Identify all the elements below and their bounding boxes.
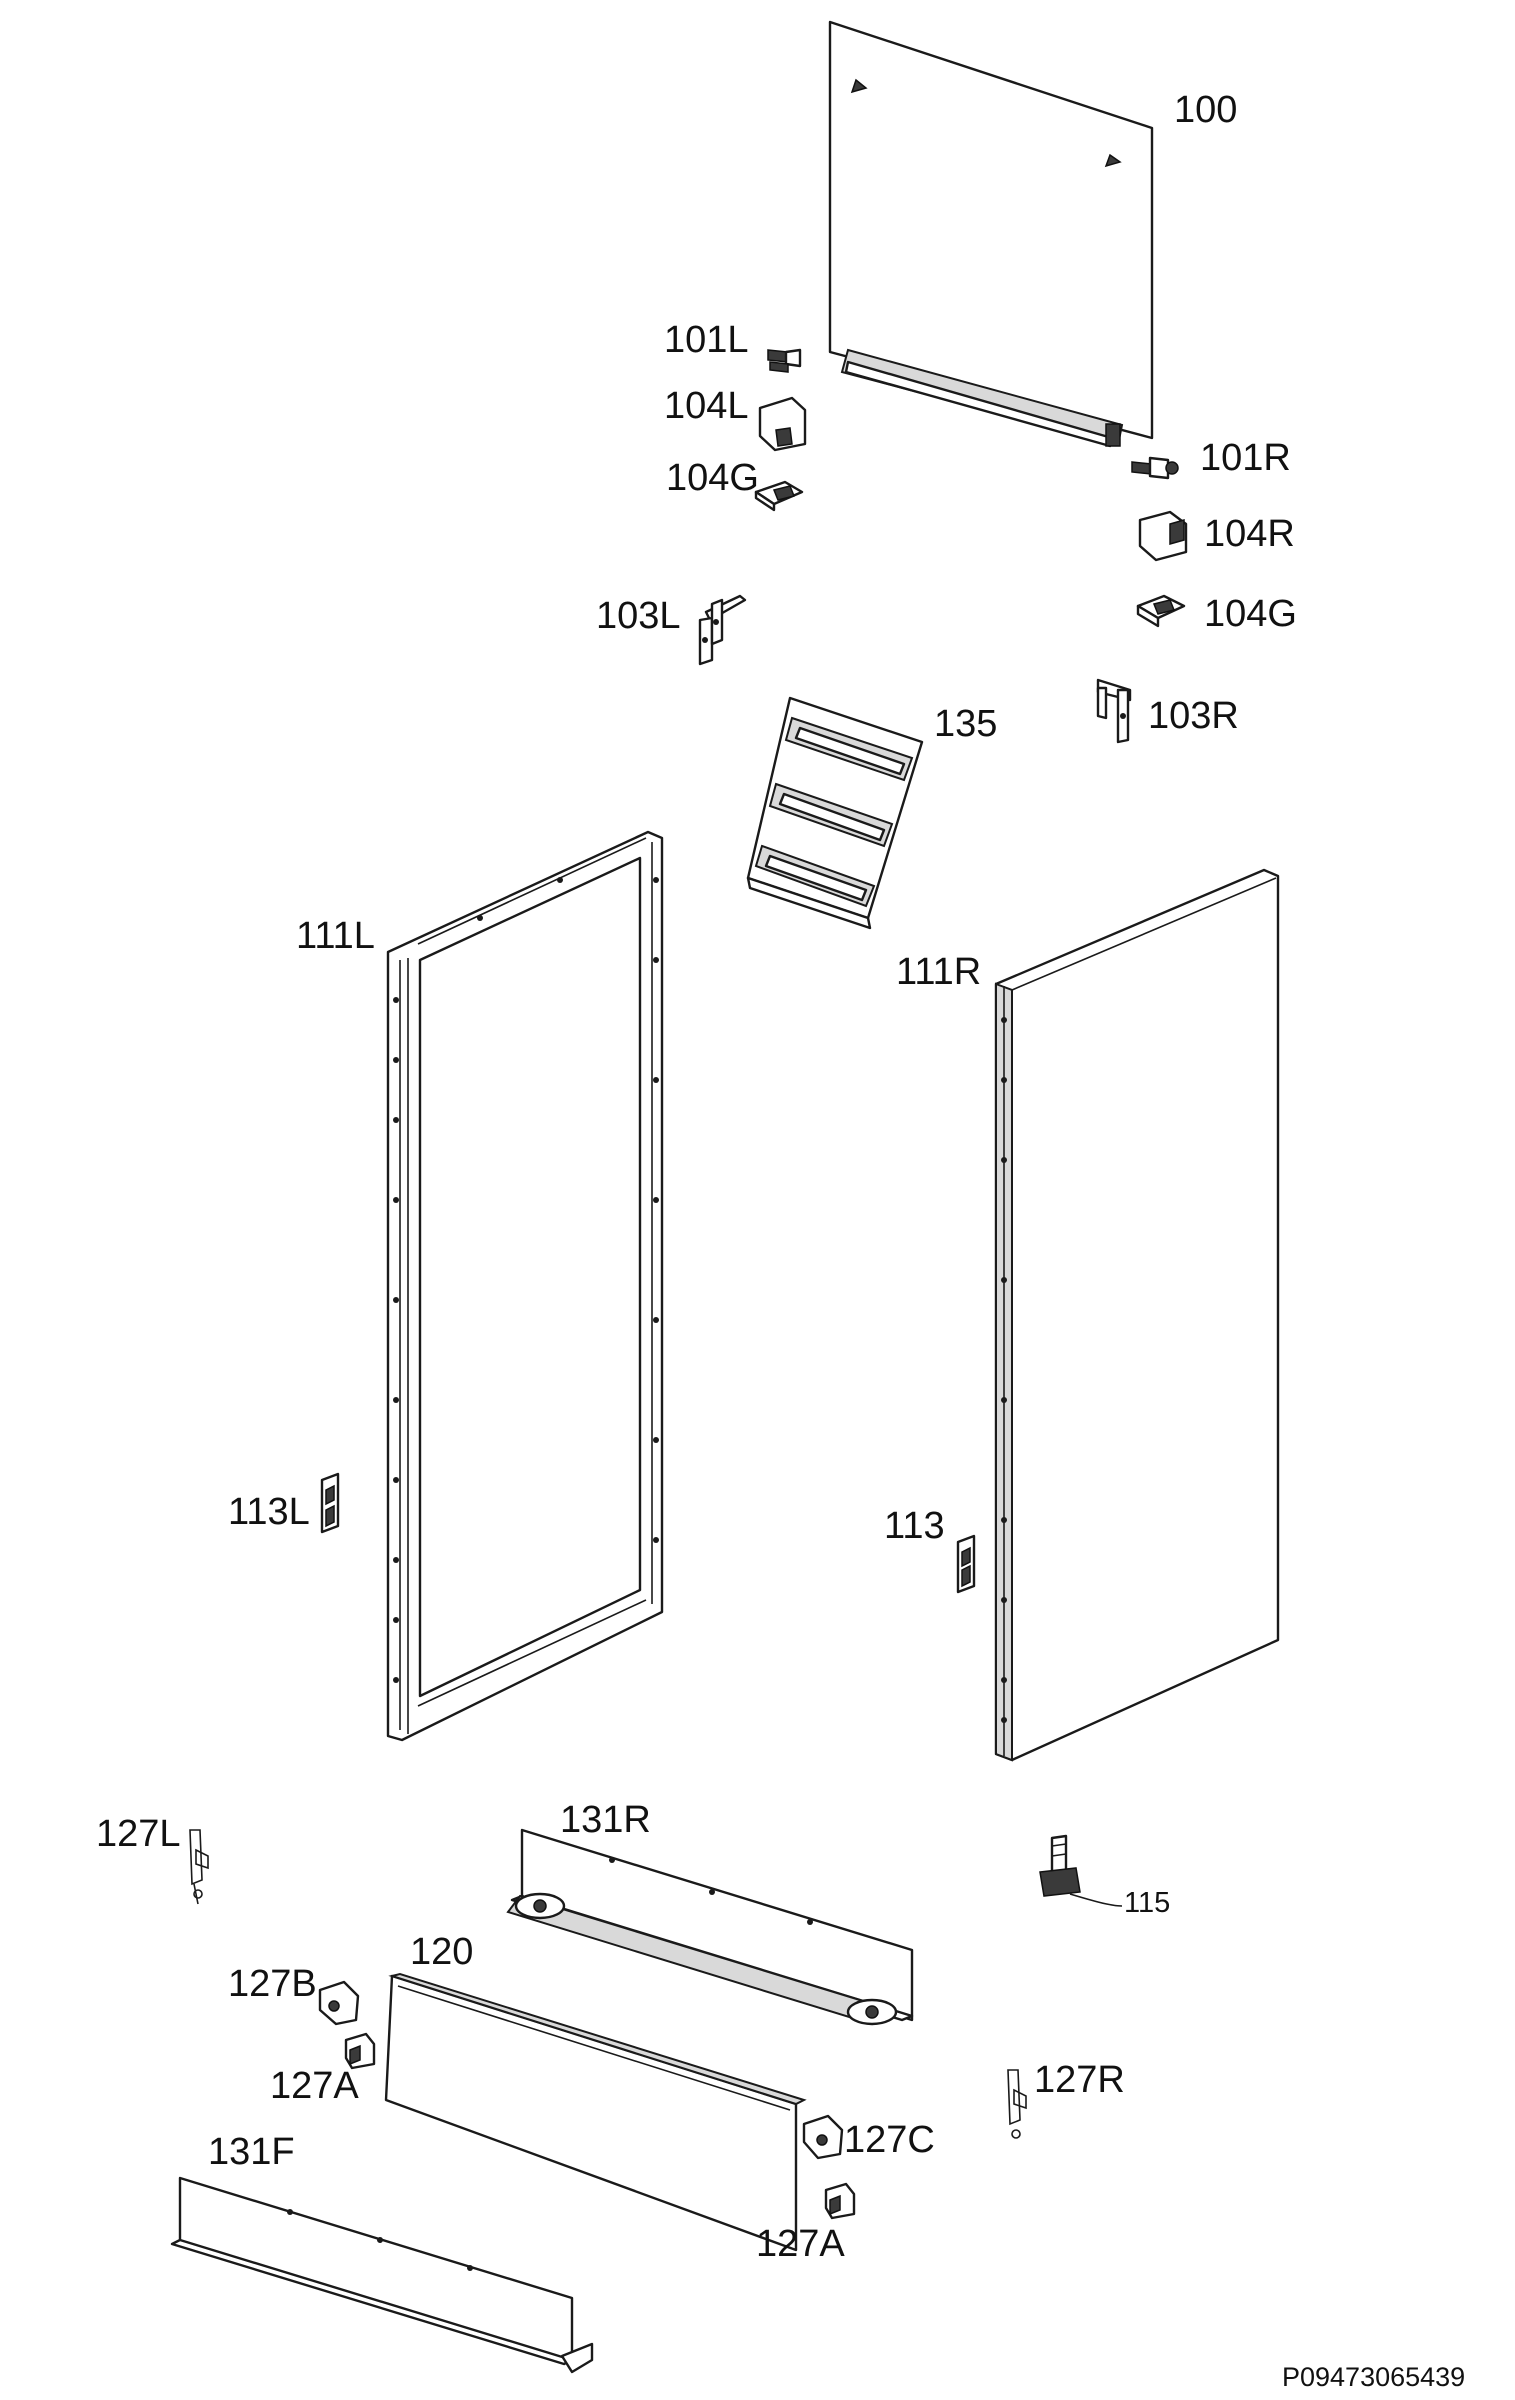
- part-104G-right-clip: [1136, 594, 1186, 628]
- part-labels: 100 101L 104L 104G 101R 104R 104G 103L 1…: [96, 89, 1465, 2392]
- label-127B: 127B: [228, 1963, 317, 2005]
- label-127L: 127L: [96, 1813, 181, 1855]
- label-111L: 111L: [296, 915, 375, 957]
- part-101L-screw: [767, 348, 802, 373]
- label-101R: 101R: [1200, 437, 1291, 479]
- label-127C: 127C: [844, 2119, 935, 2161]
- part-104L-hinge-block: [758, 396, 807, 452]
- label-104L: 104L: [664, 385, 749, 427]
- part-120-plinth-panel: [384, 1972, 807, 2252]
- label-104G-right: 104G: [1204, 593, 1297, 635]
- part-127B-bracket: [318, 1980, 360, 2026]
- label-131F: 131F: [208, 2131, 295, 2173]
- part-111R-right-panel: [994, 868, 1280, 1762]
- part-103L-bracket: [698, 594, 747, 666]
- part-115-foot: [1039, 1834, 1123, 1907]
- part-104G-left-clip: [754, 480, 804, 512]
- part-127A-left-clip: [344, 2032, 376, 2070]
- part-127L-clip: [189, 1829, 209, 1905]
- label-100: 100: [1174, 89, 1237, 131]
- label-131R: 131R: [560, 1799, 651, 1841]
- label-127A-right: 127A: [756, 2223, 845, 2265]
- part-104R-hinge-block: [1138, 510, 1188, 562]
- label-104R: 104R: [1204, 513, 1295, 555]
- part-127C-bracket: [802, 2114, 844, 2160]
- part-131F-front-rail: [170, 2176, 594, 2374]
- part-101R-screw: [1131, 456, 1179, 480]
- part-135-louvre-plate: [746, 696, 924, 930]
- label-127R: 127R: [1034, 2059, 1125, 2101]
- label-120: 120: [410, 1931, 473, 1973]
- part-100-glass-panel: [828, 20, 1154, 448]
- label-135: 135: [934, 703, 997, 745]
- part-113L-latch: [320, 1472, 340, 1534]
- part-113-latch: [956, 1534, 976, 1594]
- label-103L: 103L: [596, 595, 681, 637]
- part-111L-left-frame: [386, 830, 664, 1742]
- part-103R-bracket: [1096, 678, 1132, 744]
- part-131R-rear-rail: [506, 1828, 914, 2026]
- part-127R-clip: [1007, 2069, 1027, 2139]
- part-127A-right-clip: [824, 2182, 856, 2220]
- panel-right-holes: [1001, 1017, 1007, 1723]
- label-115: 115: [1124, 1887, 1170, 1919]
- label-113: 113: [884, 1505, 945, 1547]
- label-101L: 101L: [664, 319, 749, 361]
- label-113L: 113L: [228, 1491, 310, 1533]
- label-111R: 111R: [896, 951, 981, 993]
- label-103R: 103R: [1148, 695, 1239, 737]
- label-127A-left: 127A: [270, 2065, 359, 2107]
- reference-code: P09473065439: [1282, 2362, 1465, 2392]
- frame-left-holes: [393, 877, 659, 1683]
- label-104G-left: 104G: [666, 457, 759, 499]
